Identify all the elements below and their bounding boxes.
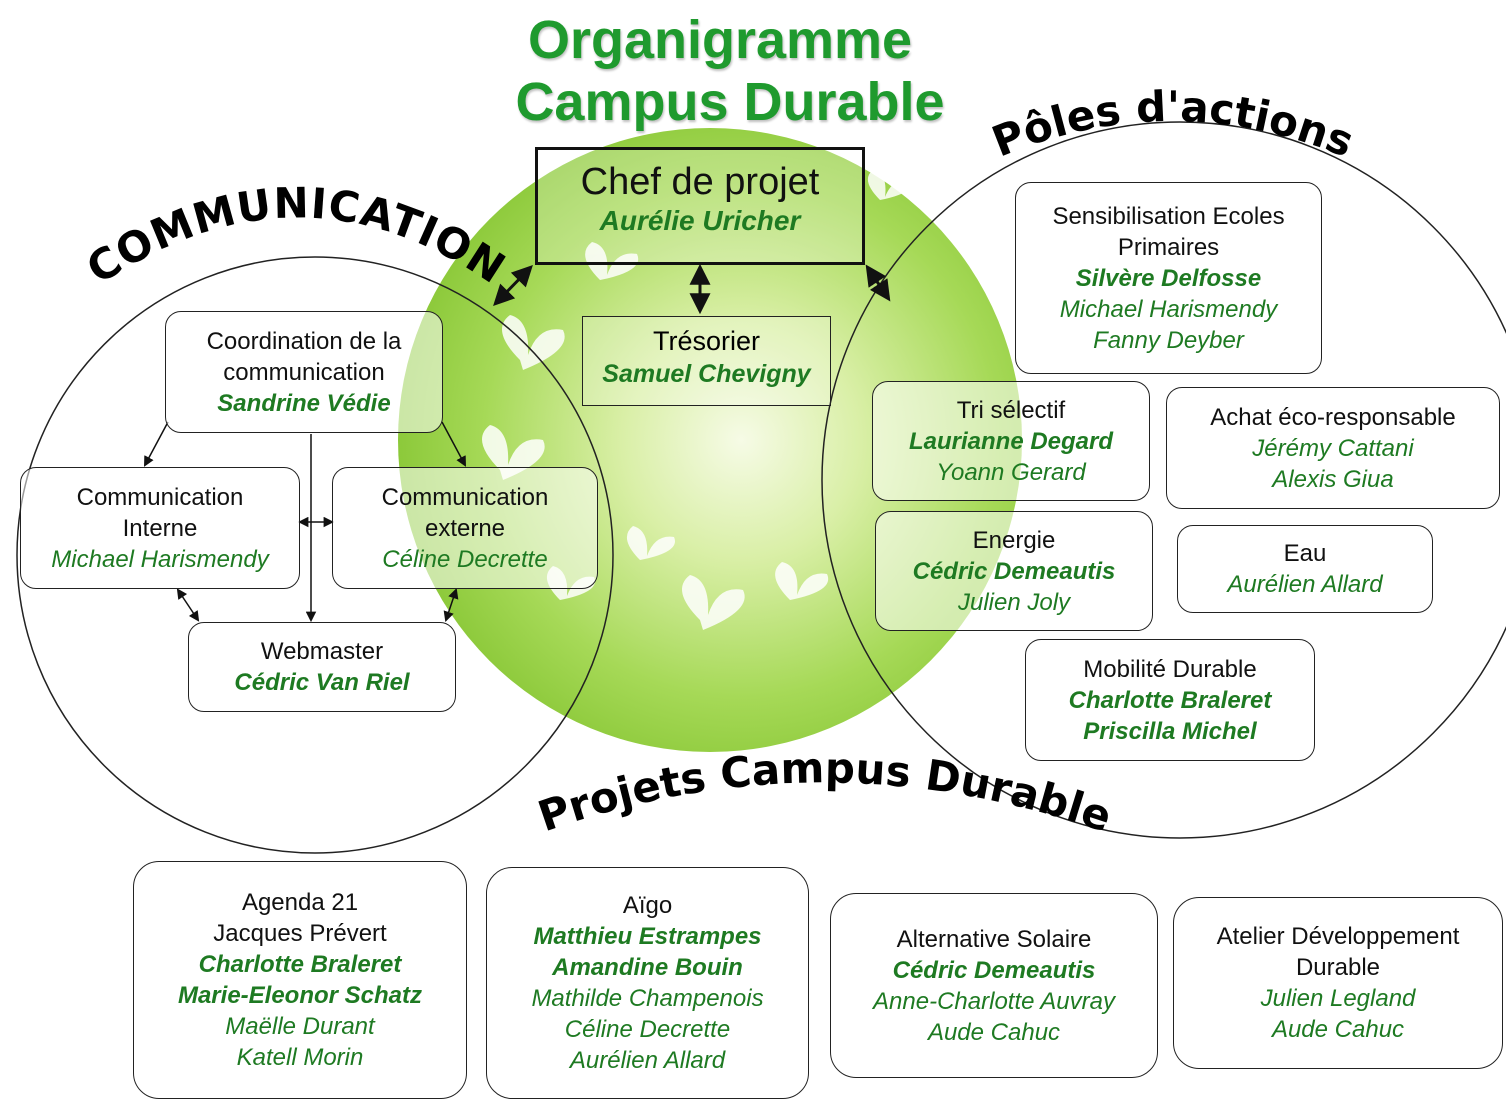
eau-member: Aurélien Allard [1227, 571, 1383, 598]
coordination-line-2: communication [223, 358, 385, 386]
mobilite-box: Mobilité Durable Charlotte Braleret Pris… [1025, 639, 1315, 761]
atelier-line-2: Durable [1295, 954, 1381, 981]
butterfly-icons [482, 170, 911, 630]
aigo-box: Aïgo Matthieu Estrampes Amandine Bouin M… [486, 867, 809, 1099]
agenda-lead: Charlotte Braleret [198, 951, 402, 978]
title-line-1: Organigramme [527, 10, 913, 70]
alternative-solaire-box: Alternative Solaire Cédric Demeautis Ann… [830, 893, 1158, 1078]
aigo-member: Mathilde Champenois [531, 985, 764, 1012]
webmaster-role: Webmaster [260, 638, 384, 665]
energie-member: Julien Joly [957, 588, 1071, 616]
tresorier-name: Samuel Chevigny [602, 360, 811, 388]
agenda-member: Maëlle Durant [225, 1013, 375, 1040]
solaire-member: Anne-Charlotte Auvray [873, 987, 1115, 1015]
sensibilisation-member: Fanny Deyber [1093, 326, 1244, 354]
chef-de-projet-box: Chef de projet Aurélie Uricher [535, 147, 865, 265]
achat-member: Jérémy Cattani [1252, 434, 1414, 462]
atelier-line-1: Atelier Développement [1216, 923, 1460, 950]
poles-circle [821, 121, 1506, 839]
energie-lead: Cédric Demeautis [912, 557, 1116, 585]
tresorier-box: Trésorier Samuel Chevigny [582, 316, 831, 406]
eau-role: Eau [1283, 540, 1327, 567]
sensibilisation-lead: Silvère Delfosse [1075, 264, 1262, 292]
externe-line-1: Communication [381, 483, 549, 511]
webmaster-box: Webmaster Cédric Van Riel [188, 622, 456, 712]
sensibilisation-line-2: Primaires [1117, 233, 1220, 261]
tri-selectif-box: Tri sélectif Laurianne Degard Yoann Gera… [872, 381, 1150, 501]
aigo-member: Aurélien Allard [569, 1047, 726, 1074]
achat-box: Achat éco-responsable Jérémy Cattani Ale… [1166, 387, 1500, 509]
externe-line-2: externe [424, 514, 506, 542]
tresorier-role: Trésorier [652, 326, 760, 356]
energie-role: Energie [972, 526, 1056, 554]
sensibilisation-line-1: Sensibilisation Ecoles [1052, 202, 1285, 230]
atelier-member: Aude Cahuc [1271, 1016, 1405, 1043]
agenda-21-box: Agenda 21 Jacques Prévert Charlotte Bral… [133, 861, 467, 1099]
communication-connectors [144, 421, 466, 623]
agenda-line-1: Agenda 21 [241, 889, 359, 916]
solaire-member: Aude Cahuc [927, 1018, 1061, 1046]
aigo-member: Céline Decrette [564, 1016, 731, 1043]
aigo-lead: Matthieu Estrampes [533, 923, 762, 950]
interne-member: Michael Harismendy [51, 545, 269, 573]
agenda-member: Katell Morin [236, 1044, 364, 1071]
communication-interne-box: Communication Interne Michael Harismendy [20, 467, 300, 589]
mobilite-lead: Charlotte Braleret [1068, 686, 1272, 714]
mobilite-lead: Priscilla Michel [1083, 717, 1257, 745]
externe-member: Céline Decrette [382, 545, 548, 573]
sensibilisation-box: Sensibilisation Ecoles Primaires Silvère… [1015, 182, 1322, 374]
tri-role: Tri sélectif [956, 396, 1066, 424]
heading-projets: Projets Campus Durable [532, 743, 1118, 841]
sensibilisation-member: Michael Harismendy [1059, 295, 1278, 323]
tri-member: Yoann Gerard [936, 458, 1086, 486]
tri-lead: Laurianne Degard [908, 427, 1114, 455]
solaire-lead: Cédric Demeautis [892, 956, 1096, 984]
title-line-2: Campus Durable [515, 72, 945, 132]
interne-line-2: Interne [122, 514, 198, 542]
aigo-lead: Amandine Bouin [552, 954, 743, 981]
aigo-role: Aïgo [622, 892, 673, 919]
webmaster-lead: Cédric Van Riel [234, 669, 410, 696]
communication-circle [16, 256, 614, 854]
coordination-lead: Sandrine Védie [217, 389, 391, 417]
communication-externe-box: Communication externe Céline Decrette [332, 467, 598, 589]
agenda-lead: Marie-Eleonor Schatz [177, 982, 423, 1009]
coordination-line-1: Coordination de la [206, 327, 402, 355]
solaire-role: Alternative Solaire [896, 925, 1092, 953]
achat-member: Alexis Giua [1272, 465, 1394, 493]
interne-line-1: Communication [76, 483, 244, 511]
chef-role: Chef de projet [580, 161, 820, 203]
eau-box: Eau Aurélien Allard [1177, 525, 1433, 613]
atelier-box: Atelier Développement Durable Julien Leg… [1173, 897, 1503, 1069]
agenda-line-2: Jacques Prévert [213, 920, 387, 947]
coordination-box: Coordination de la communication Sandrin… [165, 311, 443, 433]
chef-name: Aurélie Uricher [599, 205, 801, 236]
achat-role: Achat éco-responsable [1210, 403, 1456, 431]
atelier-member: Julien Legland [1260, 985, 1416, 1012]
mobilite-role: Mobilité Durable [1083, 655, 1257, 683]
energie-box: Energie Cédric Demeautis Julien Joly [875, 511, 1153, 631]
chef-connectors [493, 263, 891, 315]
